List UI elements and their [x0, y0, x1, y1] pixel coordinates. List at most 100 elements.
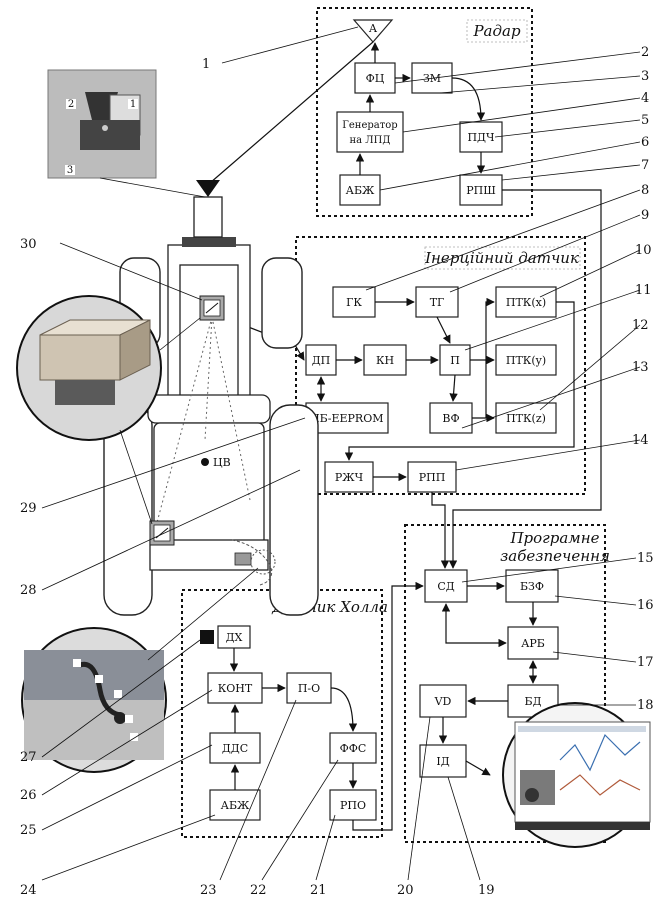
- callout-11: 11: [635, 283, 652, 298]
- hall-photo: [21, 627, 167, 773]
- sd-block: [424, 569, 468, 603]
- bd-label: БД: [524, 695, 541, 708]
- gk-label: ГК: [346, 296, 362, 309]
- dds-block: [209, 732, 261, 764]
- fc-block: [354, 62, 396, 94]
- lb-eeprom-block: [305, 402, 389, 434]
- callout-26: 26: [20, 788, 37, 803]
- callout-5: 5: [641, 113, 649, 128]
- sensor-28: [149, 520, 175, 546]
- ptky-label: ПТК(y): [506, 354, 546, 367]
- callout-24: 24: [20, 883, 37, 898]
- cv-label: ЦВ: [213, 456, 231, 469]
- po-label: П-О: [298, 682, 320, 695]
- callout-17: 17: [637, 655, 654, 670]
- po-block: [286, 672, 332, 704]
- callout-10: 10: [635, 243, 652, 258]
- ptky-block: [495, 344, 557, 376]
- inset-mark-3: 3: [67, 165, 73, 176]
- kn-label: КН: [376, 354, 394, 367]
- callout-4: 4: [641, 91, 649, 106]
- callouts: 1 2 3 4 5 6 7 8 9 10 11 12 13 14 15 16 1: [20, 26, 654, 898]
- software-title-2: забезпечення: [500, 547, 610, 565]
- sd-label: СД: [437, 580, 454, 593]
- callout-25: 25: [20, 823, 37, 838]
- lb-eeprom-label: ЛБ-EEPROM: [310, 412, 383, 425]
- generator-label-1: Генератор: [342, 120, 397, 131]
- rpsh-label: РПШ: [466, 184, 496, 197]
- fc-label: ФЦ: [366, 72, 385, 85]
- vf-label: ВФ: [442, 412, 459, 425]
- callout-19: 19: [478, 883, 495, 898]
- dds-label: ДДС: [222, 742, 248, 755]
- callout-6: 6: [641, 135, 649, 150]
- vd-label: VD: [434, 695, 452, 708]
- arb-label: АРБ: [521, 637, 545, 650]
- ffs-label: ФФС: [340, 742, 367, 755]
- hall-magnet: [200, 630, 214, 644]
- callout-29: 29: [20, 501, 37, 516]
- id-block: [419, 744, 467, 778]
- gk-block: [332, 286, 376, 318]
- radar-title: Радар: [472, 22, 520, 40]
- arb-block: [507, 626, 559, 660]
- antenna-photo: 2 1 3: [47, 69, 157, 179]
- generator-block: [336, 111, 404, 153]
- callout-3: 3: [641, 69, 649, 84]
- abzh-hall-label: АБЖ: [221, 799, 250, 812]
- callout-13: 13: [632, 360, 649, 375]
- abzh-radar-label: АБЖ: [346, 184, 375, 197]
- kont-label: КОНТ: [218, 682, 253, 695]
- callout-18: 18: [637, 698, 654, 713]
- tractor: [103, 180, 319, 616]
- tg-label: ТГ: [430, 296, 445, 309]
- rpp-label: РПП: [419, 471, 446, 484]
- callout-20: 20: [397, 883, 414, 898]
- vd-block: [419, 684, 467, 718]
- inertial-title-box: [424, 246, 581, 270]
- callout-30: 30: [20, 237, 37, 252]
- inset-mark-2: 2: [68, 99, 74, 110]
- callout-7: 7: [641, 158, 649, 173]
- dp-label: ДП: [312, 354, 331, 367]
- callout-15: 15: [637, 551, 654, 566]
- generator-label-2: на ЛПД: [349, 135, 390, 146]
- callout-27: 27: [20, 750, 37, 765]
- pdch-label: ПДЧ: [467, 131, 494, 144]
- bzf-label: БЗФ: [520, 580, 544, 593]
- callout-12: 12: [632, 318, 649, 333]
- callout-28: 28: [20, 583, 37, 598]
- kont-block: [207, 672, 263, 704]
- ptkz-block: [495, 402, 557, 434]
- vf-block: [429, 402, 473, 434]
- ptkz-label: ПТК(z): [506, 412, 546, 425]
- rpo-label: РПО: [340, 799, 366, 812]
- radar-frame: [316, 7, 533, 217]
- axle-hall-sensor: [234, 552, 252, 566]
- dh-label: ДХ: [226, 631, 243, 644]
- inertial-title: Інерційний датчик: [424, 249, 579, 267]
- rpo-block: [329, 789, 377, 821]
- p-label: П: [450, 354, 460, 367]
- callout-8: 8: [641, 183, 649, 198]
- antenna-block: [352, 19, 394, 43]
- ptkx-label: ПТК(x): [506, 296, 546, 309]
- callout-2: 2: [641, 45, 649, 60]
- software-title-1: Програмне: [509, 529, 599, 547]
- sensor-30: [199, 295, 225, 321]
- callout-9: 9: [641, 208, 649, 223]
- callout-1: 1: [202, 57, 210, 72]
- id-label: ІД: [436, 755, 449, 768]
- inertial-photo: [16, 295, 162, 441]
- callout-14: 14: [632, 433, 649, 448]
- callout-23: 23: [200, 883, 217, 898]
- rzhch-label: РЖЧ: [335, 471, 363, 484]
- radar-title-box: [466, 19, 528, 43]
- rzhch-block: [324, 461, 374, 493]
- callout-22: 22: [250, 883, 267, 898]
- hall-frame: [181, 589, 383, 838]
- antenna-label: A: [368, 22, 378, 35]
- inset-mark-1: 1: [130, 99, 136, 110]
- rpsh-block: [459, 174, 503, 206]
